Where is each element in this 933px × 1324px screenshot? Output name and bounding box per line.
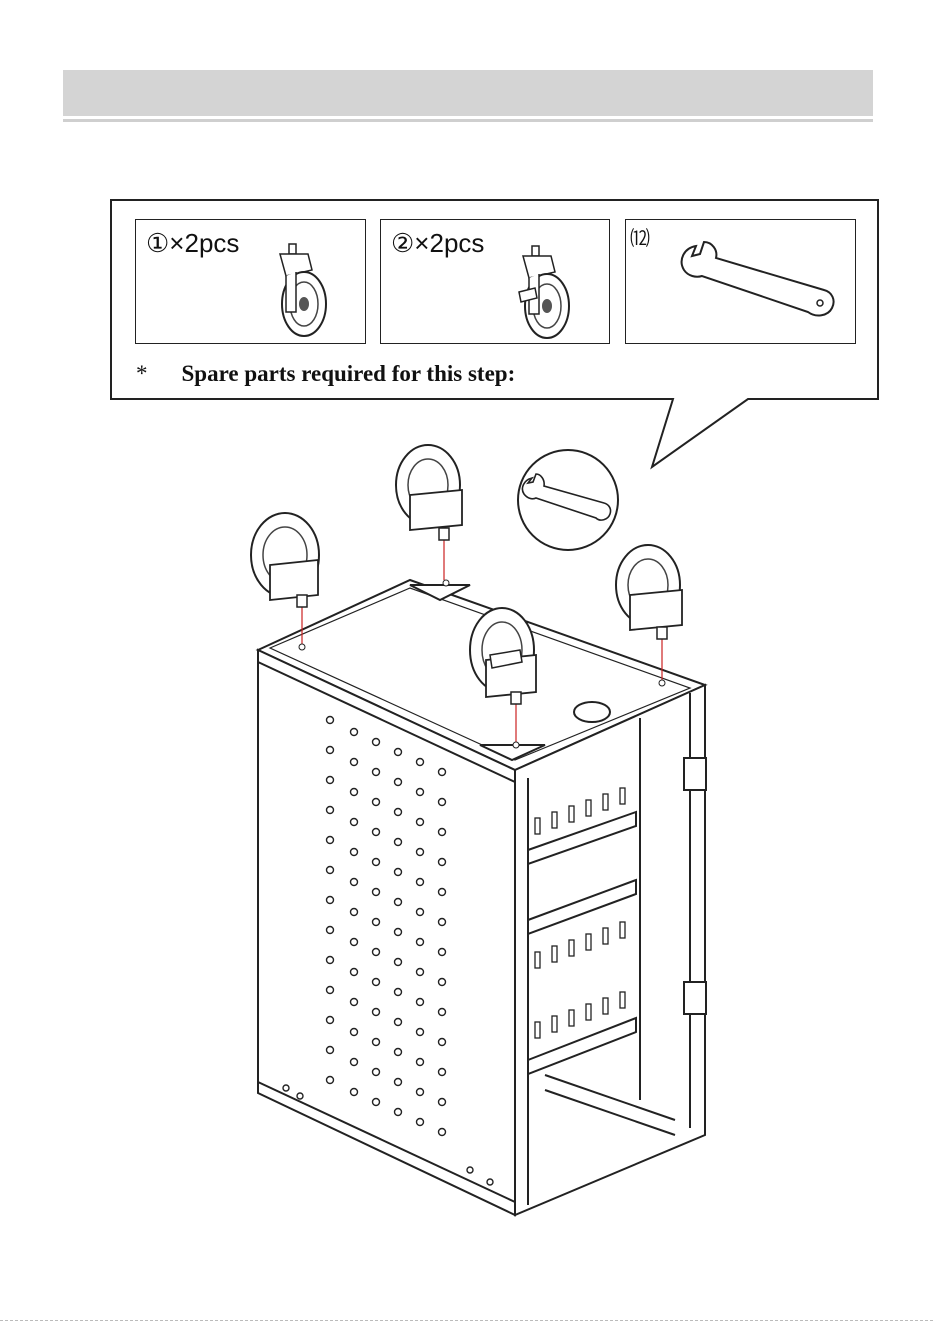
caster-back (396, 445, 462, 586)
page-bottom-rule (0, 1320, 933, 1322)
wrench-detail-circle (518, 450, 618, 550)
